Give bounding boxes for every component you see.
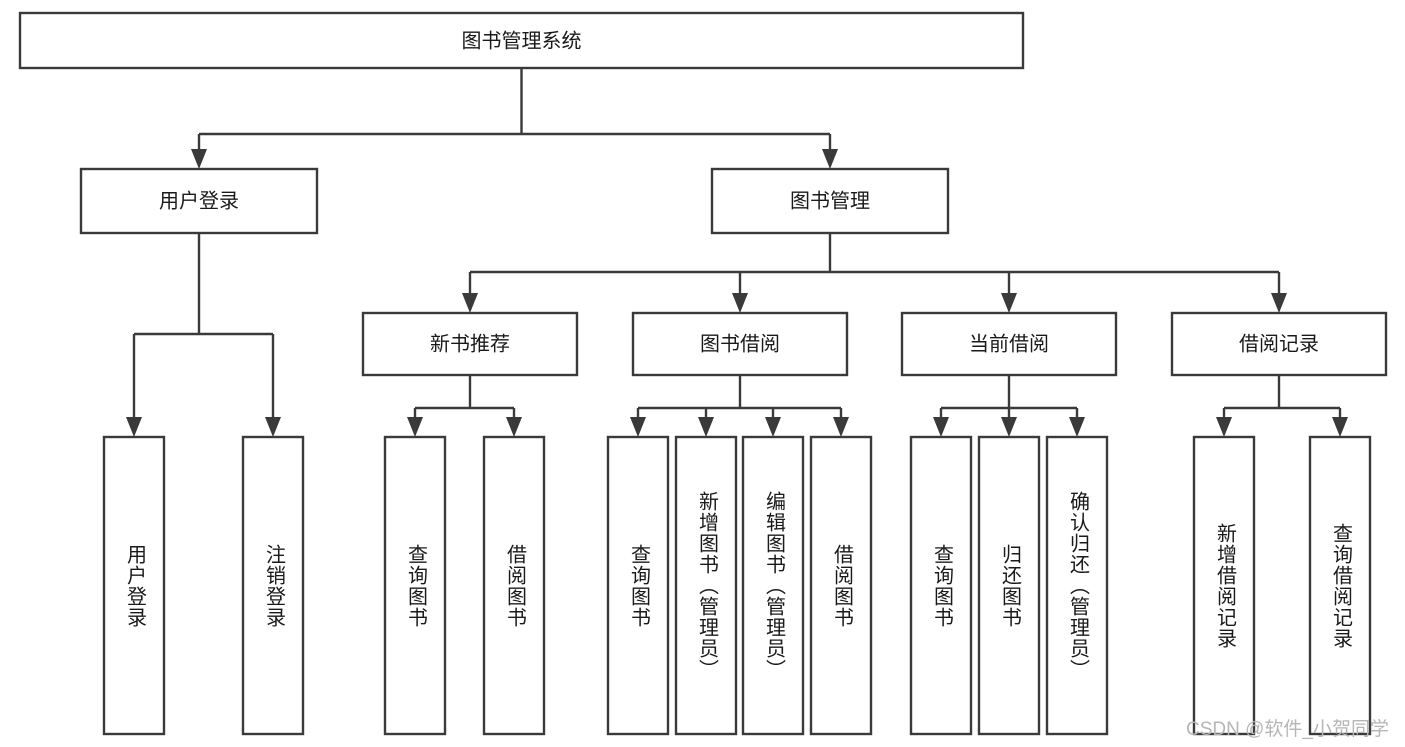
arrow-book-c3 [1001, 293, 1017, 313]
arrow-current-l2 [1001, 417, 1017, 437]
arrow-record-l2 [1332, 417, 1348, 437]
node-box-leaf-borrow-2[interactable] [674, 435, 738, 736]
node-box-root[interactable] [18, 11, 1025, 70]
arrow-current-l3 [1069, 417, 1085, 437]
node-box-new-book[interactable] [361, 311, 579, 377]
node-box-leaf-borrow-1[interactable] [606, 435, 670, 736]
label-book-management: 图书管理 [790, 189, 870, 212]
arrow-borrow-l3 [765, 417, 781, 437]
arrow-newbook-l1 [407, 417, 423, 437]
arrow-user-leaf2 [265, 417, 281, 437]
arrow-book-c1 [462, 293, 478, 313]
label-user-login: 用户登录 [159, 189, 239, 212]
node-box-leaf-user-2[interactable] [241, 435, 305, 736]
node-labels: 图书管理系统 用户登录 图书管理 新书推荐 图书借阅 当前借阅 借阅记录 [159, 29, 1319, 355]
label-book-borrow: 图书借阅 [700, 332, 780, 355]
label-root: 图书管理系统 [462, 29, 582, 52]
node-box-leaf-current-1[interactable] [909, 435, 973, 736]
label-current-borrow: 当前借阅 [969, 332, 1049, 355]
label-new-book: 新书推荐 [430, 332, 510, 355]
node-box-leaf-current-2[interactable] [977, 435, 1041, 736]
arrow-borrow-l4 [833, 417, 849, 437]
arrow-borrow-l1 [630, 417, 646, 437]
node-box-current-borrow[interactable] [900, 311, 1118, 377]
arrow-root-to-user [191, 149, 207, 169]
node-box-book-management[interactable] [710, 167, 950, 235]
connectors [126, 68, 1348, 437]
node-box-leaf-borrow-3[interactable] [741, 435, 805, 736]
node-box-leaf-borrow-4[interactable] [809, 435, 873, 736]
node-box-user-login[interactable] [79, 167, 319, 235]
arrow-book-c4 [1271, 293, 1287, 313]
node-box-leaf-record-1[interactable] [1192, 435, 1256, 736]
arrow-book-c2 [732, 293, 748, 313]
node-box-leaf-user-1[interactable] [102, 435, 166, 736]
node-box-book-borrow[interactable] [631, 311, 849, 377]
node-box-borrow-record[interactable] [1170, 311, 1388, 377]
arrow-borrow-l2 [698, 417, 714, 437]
arrow-user-leaf1 [126, 417, 142, 437]
node-box-leaf-record-2[interactable] [1308, 435, 1372, 736]
arrow-current-l1 [933, 417, 949, 437]
node-box-leaf-newbook-1[interactable] [383, 435, 447, 736]
arrow-record-l1 [1216, 417, 1232, 437]
node-boxes [18, 11, 1388, 736]
node-box-leaf-current-3[interactable] [1045, 435, 1109, 736]
arrow-newbook-l2 [506, 417, 522, 437]
label-borrow-record: 借阅记录 [1239, 332, 1319, 355]
node-box-leaf-newbook-2[interactable] [482, 435, 546, 736]
arrow-root-to-book [822, 149, 838, 169]
